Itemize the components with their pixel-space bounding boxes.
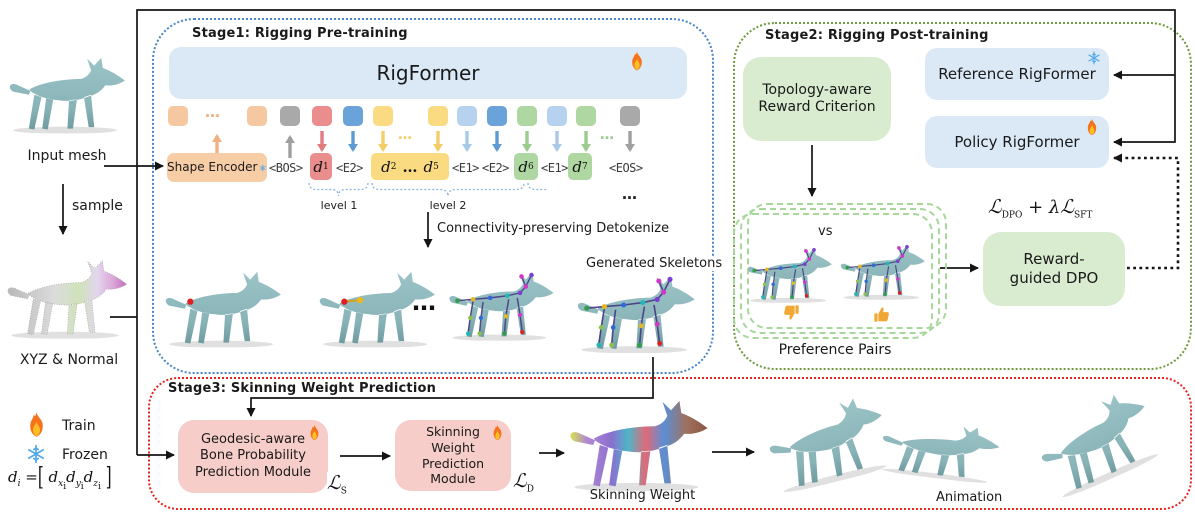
topology-reward-label: Topology-aware Reward Criterion bbox=[758, 81, 876, 116]
token-square-5 bbox=[343, 106, 363, 126]
skeleton-wolf-4 bbox=[574, 270, 702, 356]
reference-rigformer-box: Reference RigFormer bbox=[925, 48, 1109, 100]
generated-skeletons-label: Generated Skeletons bbox=[586, 256, 723, 271]
input-mesh-wolf bbox=[6, 44, 132, 144]
token-square-4 bbox=[312, 106, 332, 126]
d-token-formula: di =[ dxidyidzi ] bbox=[8, 462, 112, 492]
train-flame-icon bbox=[26, 411, 47, 438]
token-square-6 bbox=[373, 106, 393, 126]
token-square-13 bbox=[620, 106, 640, 126]
token-square-3 bbox=[280, 106, 300, 126]
skinning-label: Skinning Weight Prediction Module bbox=[421, 424, 485, 487]
arrow-ellipsis-green: … bbox=[600, 127, 615, 143]
rigformer-box: RigFormer bbox=[169, 47, 687, 99]
shape-encoder-label: Shape Encoder bbox=[167, 160, 258, 174]
rigformer-label: RigFormer bbox=[376, 60, 480, 85]
policy-rigformer-box: Policy RigFormer bbox=[925, 116, 1109, 168]
geodesic-flame-icon bbox=[308, 424, 321, 441]
loss-d: ℒD bbox=[513, 470, 534, 495]
level2-label: level 2 bbox=[429, 199, 467, 212]
preference-pairs-label: Preference Pairs bbox=[778, 342, 892, 358]
animation-label: Animation bbox=[936, 490, 1003, 505]
input-mesh-label: Input mesh bbox=[27, 148, 107, 164]
token-eos: <EOS> bbox=[609, 161, 643, 175]
reference-rigformer-label: Reference RigFormer bbox=[938, 64, 1096, 83]
frozen-snowflake-icon bbox=[26, 444, 46, 464]
thumbs-up-icon bbox=[872, 305, 891, 324]
token-square-10 bbox=[517, 106, 537, 126]
thumbs-down-icon bbox=[782, 303, 801, 322]
policy-flame-icon bbox=[1085, 118, 1099, 136]
token-square-1 bbox=[168, 106, 188, 126]
geodesic-box: Geodesic-aware Bone Probability Predicti… bbox=[178, 420, 328, 493]
stage3-title: Stage3: Skinning Weight Prediction bbox=[168, 381, 437, 396]
reward-dpo-box: Reward-guided DPO bbox=[983, 232, 1125, 306]
preference-wolf-rejected bbox=[745, 243, 837, 305]
token-e2-a: <E2> bbox=[336, 161, 363, 175]
stage2-title: Stage2: Rigging Post-training bbox=[765, 28, 989, 43]
token-e1-a: <E1> bbox=[452, 161, 479, 175]
token-e1-b: <E1> bbox=[541, 161, 568, 175]
token-square-7 bbox=[428, 106, 448, 126]
preference-wolf-chosen bbox=[838, 240, 930, 302]
skinning-box: Skinning Weight Prediction Module bbox=[395, 420, 511, 491]
skeleton-row-ellipsis: … bbox=[412, 288, 437, 316]
skinning-flame-icon bbox=[491, 424, 504, 441]
level1-label: level 1 bbox=[320, 199, 358, 212]
token-square-11 bbox=[547, 106, 567, 126]
token-bos: <BOS> bbox=[269, 161, 303, 175]
xyz-normal-label: XYZ & Normal bbox=[19, 352, 119, 368]
stage1-title: Stage1: Rigging Pre-training bbox=[192, 26, 408, 41]
topology-reward-box: Topology-aware Reward Criterion bbox=[743, 57, 891, 141]
shape-encoder-box: Shape Encoder bbox=[167, 153, 267, 182]
token-square-9 bbox=[487, 106, 507, 126]
frozen-label: Frozen bbox=[62, 447, 108, 463]
skeleton-wolf-3 bbox=[446, 264, 560, 346]
shape-encoder-snowflake-icon bbox=[259, 162, 267, 174]
sample-label: sample bbox=[72, 198, 123, 214]
d2d5-ellipsis: … bbox=[402, 157, 418, 176]
token-square-2 bbox=[247, 106, 267, 126]
token-row-ellipsis: … bbox=[622, 185, 638, 203]
skeleton-wolf-1 bbox=[162, 266, 288, 350]
token-square-8 bbox=[457, 106, 477, 126]
reward-dpo-label: Reward-guided DPO bbox=[1009, 250, 1099, 287]
skinning-weight-wolf bbox=[566, 396, 716, 492]
token-e2-b: <E2> bbox=[482, 161, 509, 175]
skinning-weight-label: Skinning Weight bbox=[589, 488, 696, 503]
rigformer-flame-icon bbox=[629, 51, 645, 71]
arrow-ellipsis-yellow: … bbox=[398, 127, 413, 143]
policy-rigformer-label: Policy RigFormer bbox=[954, 132, 1080, 151]
train-label: Train bbox=[62, 418, 96, 434]
embed-ellipsis: … bbox=[205, 103, 221, 121]
reference-snowflake-icon bbox=[1087, 51, 1101, 65]
detokenize-label: Connectivity-preserving Detokenize bbox=[437, 221, 670, 236]
geodesic-label: Geodesic-aware Bone Probability Predicti… bbox=[195, 432, 311, 480]
point-cloud-wolf bbox=[4, 248, 134, 348]
token-square-12 bbox=[576, 106, 596, 126]
dpo-loss-formula: ℒDPO + λℒSFT bbox=[988, 196, 1093, 221]
vs-label: vs bbox=[818, 224, 833, 239]
loss-s: ℒS bbox=[327, 472, 347, 497]
